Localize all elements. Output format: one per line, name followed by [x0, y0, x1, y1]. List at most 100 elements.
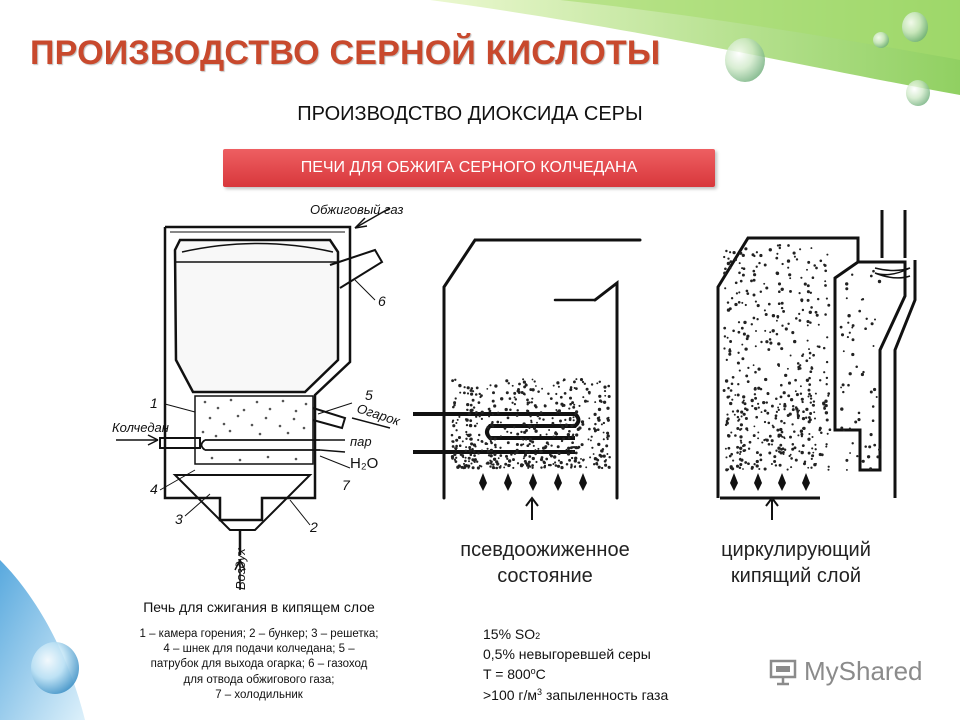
- particle: [848, 331, 851, 334]
- particle: [808, 310, 812, 314]
- particle: [875, 395, 878, 399]
- particle: [550, 444, 553, 447]
- particle: [468, 446, 472, 449]
- particle: [726, 336, 729, 339]
- legend-line: 4 – шнек для подачи колчедана; 5 –: [163, 643, 355, 656]
- particle: [787, 381, 792, 385]
- particle: [452, 405, 455, 409]
- part-number-2: 2: [309, 519, 318, 535]
- particle: [573, 387, 576, 389]
- particle: [780, 430, 784, 434]
- particle: [730, 382, 734, 386]
- particle: [540, 450, 544, 453]
- particle: [730, 431, 733, 434]
- particle: [606, 437, 609, 441]
- particle: [739, 423, 744, 427]
- particle: [795, 407, 799, 411]
- particle: [819, 259, 823, 263]
- particle: [777, 282, 782, 286]
- particle: [842, 390, 845, 394]
- particle: [877, 279, 882, 284]
- gas-out-label: Обжиговый газ: [310, 202, 403, 217]
- particle: [876, 455, 880, 459]
- particle: [589, 439, 592, 442]
- particle: [574, 456, 578, 460]
- particle: [596, 428, 600, 432]
- particle: [854, 420, 858, 424]
- particle: [730, 297, 734, 300]
- particle: [847, 314, 851, 318]
- particle: [526, 444, 530, 448]
- particle: [825, 443, 828, 446]
- particle: [796, 412, 799, 416]
- particle: [748, 440, 752, 444]
- particle: [728, 454, 732, 458]
- particle: [516, 409, 519, 412]
- particle: [809, 291, 813, 295]
- particle: [806, 268, 808, 271]
- particle: [780, 287, 784, 291]
- particle: [739, 446, 743, 450]
- particle: [471, 466, 475, 470]
- particle: [731, 410, 735, 413]
- particle: [873, 387, 877, 392]
- particle: [739, 453, 741, 455]
- fluidized-particles: [450, 378, 611, 470]
- particle: [454, 447, 457, 450]
- particle: [783, 436, 785, 439]
- particle: [552, 463, 555, 465]
- particle: [470, 462, 473, 465]
- particle: [809, 370, 813, 374]
- particle: [756, 304, 760, 308]
- particle: [777, 302, 781, 306]
- particle: [547, 463, 551, 467]
- particle: [869, 433, 873, 437]
- particle: [744, 347, 748, 351]
- particle: [782, 309, 786, 313]
- particle: [570, 463, 573, 466]
- particle: [791, 423, 794, 426]
- particle: [802, 353, 805, 356]
- particle: [517, 388, 520, 391]
- particle: [741, 343, 744, 346]
- particle: [531, 466, 534, 469]
- particle: [849, 452, 852, 454]
- particle: [739, 435, 743, 439]
- particle: [723, 255, 726, 259]
- particle: [868, 445, 872, 449]
- particle: [780, 428, 783, 431]
- particle: [468, 433, 472, 437]
- particle: [573, 459, 577, 463]
- particle: [807, 395, 810, 398]
- particle: [794, 378, 797, 382]
- particle: [805, 359, 809, 363]
- particle: [571, 450, 574, 453]
- particle: [841, 383, 845, 387]
- particle: [729, 251, 732, 254]
- particle: [730, 452, 733, 456]
- particle: [802, 462, 807, 466]
- particle: [784, 327, 788, 331]
- particle: [777, 364, 781, 368]
- particle: [746, 334, 750, 338]
- particle: [787, 322, 790, 326]
- particle: [767, 302, 771, 306]
- particle: [775, 449, 778, 452]
- particle: [531, 440, 535, 444]
- particle: [453, 404, 456, 407]
- particle: [476, 460, 479, 463]
- particle: [779, 451, 783, 455]
- particle: [455, 429, 458, 432]
- particle: [827, 392, 831, 395]
- particle: [489, 384, 492, 387]
- particle: [466, 408, 469, 412]
- particle: [528, 424, 532, 428]
- particle: [523, 455, 526, 458]
- particle: [750, 398, 754, 403]
- particle: [563, 392, 567, 395]
- particle: [533, 380, 536, 383]
- particle: [570, 456, 574, 460]
- particle: [780, 301, 784, 305]
- particle: [788, 454, 791, 458]
- particle: [754, 345, 757, 348]
